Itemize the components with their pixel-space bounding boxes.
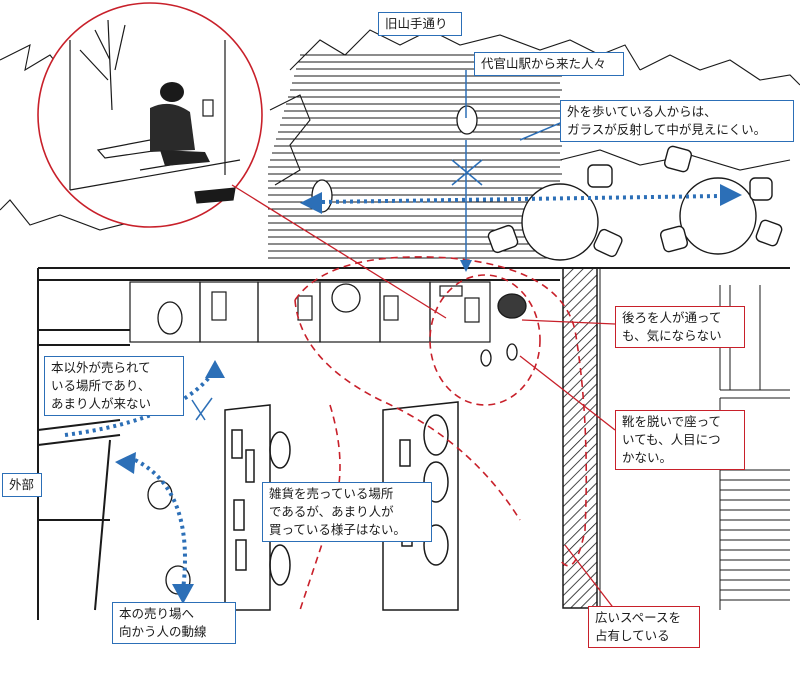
outdoor-table-right (679, 177, 757, 255)
building-outline (37, 267, 790, 620)
inset-illustration (37, 2, 263, 228)
people-figures (147, 105, 478, 595)
non-book-area-label: 本以外が売られて いる場所であり、 あまり人が来ない (44, 356, 184, 416)
glass-reflection-label: 外を歩いている人からは、 ガラスが反射して中が見えにくい。 (560, 100, 794, 142)
outdoor-table-left (521, 183, 599, 261)
seated-person-with-shoes (480, 293, 527, 367)
outdoor-table-set (487, 145, 783, 261)
flow-to-books-label: 本の売り場へ 向かう人の動線 (112, 602, 236, 644)
large-space-label: 広いスペースを 占有している (588, 606, 700, 648)
exterior-label: 外部 (2, 473, 42, 497)
street-stripes (268, 54, 562, 259)
people-from-station-label: 代官山駅から来た人々 (474, 52, 624, 76)
shoes-off-label: 靴を脱いで座って いても、人目につ かない。 (615, 410, 745, 470)
goods-area-label: 雑貨を売っている場所 であるが、あまり人が 買っている様子はない。 (262, 482, 432, 542)
facade-bays (129, 281, 491, 343)
shelf-unit-left (224, 404, 291, 611)
red-dashed-zones (294, 256, 588, 611)
hatched-wall (562, 267, 598, 609)
red-annotation-lines (231, 184, 616, 611)
street-label: 旧山手通り (378, 12, 462, 36)
back-passing-label: 後ろを人が通って も、気にならない (615, 306, 745, 348)
blue-arrowheads (115, 184, 742, 604)
